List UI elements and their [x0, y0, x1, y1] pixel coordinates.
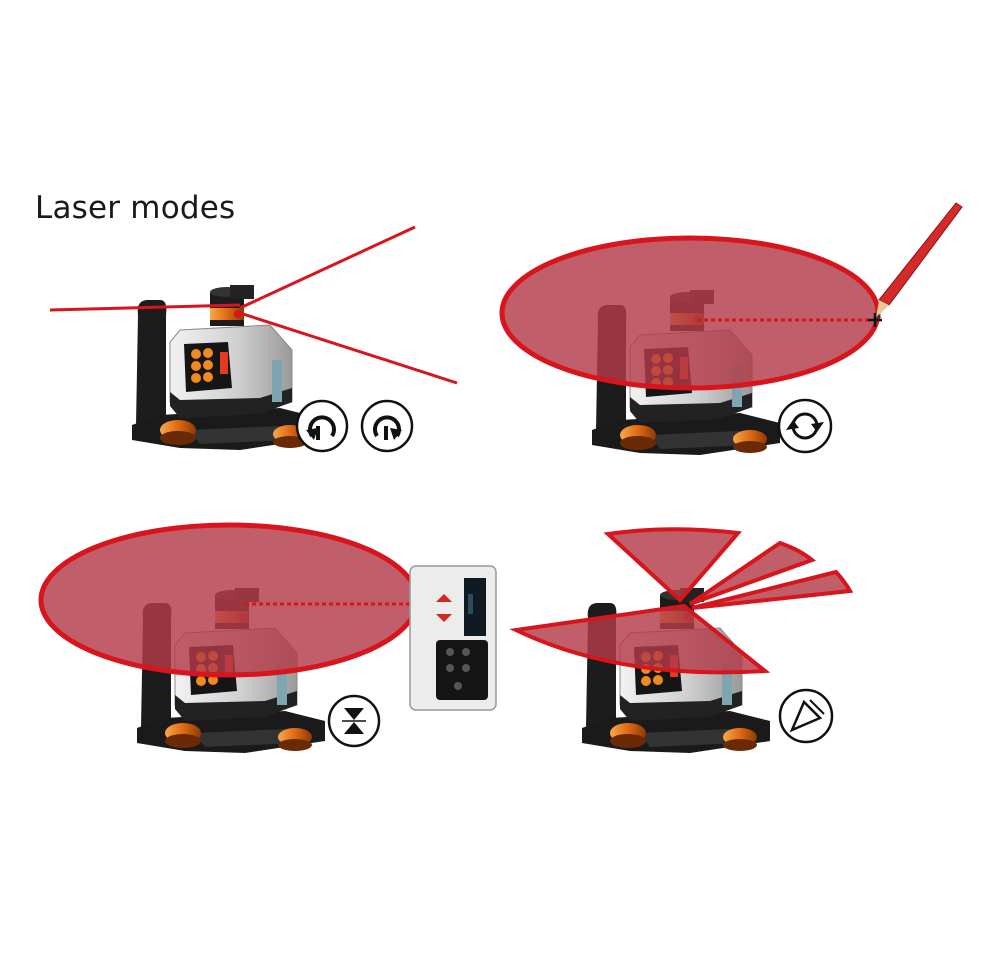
- marking-cross: [868, 313, 882, 327]
- panel-receiver-mode: [38, 522, 497, 754]
- page-title: Laser modes: [35, 190, 236, 226]
- scan-sectors: [509, 527, 854, 675]
- laser-beams: [49, 225, 458, 385]
- rotation-plane: [499, 235, 881, 391]
- panel-scan-mode: [509, 527, 854, 754]
- rotate-counterclockwise-icon: [295, 399, 349, 453]
- pencil: [876, 202, 963, 318]
- rotate-clockwise-icon: [360, 399, 414, 453]
- hourglass-receiver-icon: [327, 694, 381, 748]
- laser-receiver: [409, 565, 497, 711]
- panel-rotation-mode: [499, 202, 963, 456]
- rotating-laser-device: [131, 284, 321, 451]
- rotation-plane: [38, 522, 420, 678]
- panel-point-line-mode: [49, 225, 458, 453]
- scan-angle-icon: [778, 688, 834, 744]
- rotation-circle-icon: [777, 398, 833, 454]
